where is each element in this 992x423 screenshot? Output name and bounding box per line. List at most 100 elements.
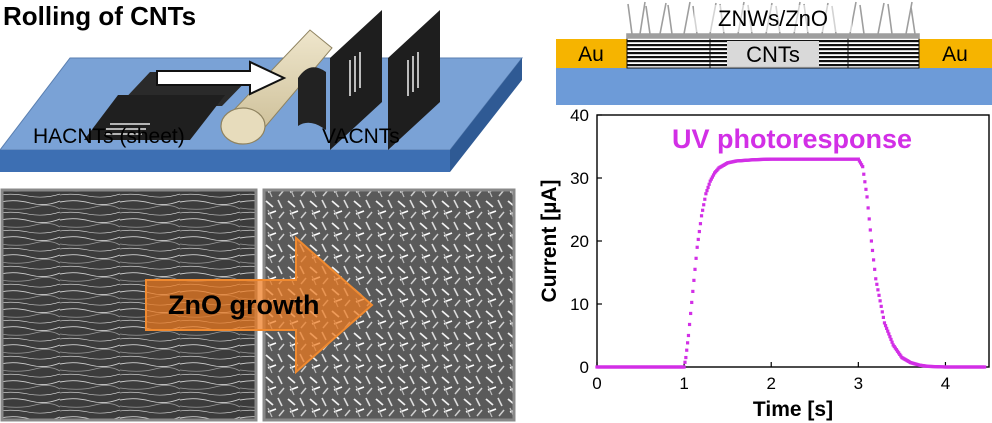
substrate-plate-side <box>0 150 450 172</box>
data-point <box>875 282 879 286</box>
au-electrode-right <box>919 39 992 68</box>
data-point <box>866 206 870 210</box>
data-point <box>886 329 890 333</box>
data-point <box>888 335 892 339</box>
data-point <box>707 182 711 186</box>
y-tick-label: 10 <box>570 295 589 314</box>
x-tick-label: 1 <box>679 374 688 393</box>
data-point <box>879 304 883 308</box>
data-point <box>683 360 687 364</box>
rolling-schematic: Rolling of CNTs HACNTs (sheet) VACNTs <box>0 1 524 172</box>
data-point <box>883 324 888 328</box>
data-point <box>686 333 691 338</box>
cnt-label-box <box>727 41 819 66</box>
vacnt-panel-2 <box>388 10 440 150</box>
data-point <box>863 180 867 184</box>
data-point <box>871 258 876 262</box>
y-tick-label: 0 <box>580 358 589 377</box>
sheet-curl <box>298 67 326 130</box>
data-point <box>861 165 865 169</box>
y-axis-label: Current [µA] <box>538 180 561 303</box>
data-point <box>710 175 715 179</box>
hacnt-sheet-label: HACNTs (sheet) <box>33 125 185 148</box>
data-point <box>695 245 699 249</box>
roller-cylinder <box>220 29 333 145</box>
data-point <box>691 289 695 293</box>
data-point <box>690 300 694 305</box>
data-point <box>860 163 864 167</box>
zno-growth-label: ZnO growth <box>168 290 319 320</box>
data-point <box>887 332 891 336</box>
y-tick-label: 20 <box>570 232 589 251</box>
vacnt-panel-1 <box>330 10 382 150</box>
x-tick-label: 0 <box>592 374 601 393</box>
data-point <box>865 195 869 199</box>
data-point <box>699 214 704 218</box>
device-cross-section: ZNWs/ZnO CNTs Au Au <box>556 1 992 105</box>
rolling-direction-arrow <box>156 60 287 96</box>
au-left-label: Au <box>578 43 604 66</box>
data-point <box>692 278 696 282</box>
y-tick-label: 40 <box>570 106 589 125</box>
zno-label-box <box>694 5 852 32</box>
y-tick-label: 30 <box>570 169 589 188</box>
data-point <box>709 177 713 181</box>
vacnt-label: VACNTs <box>322 125 400 148</box>
zno-layer-label: ZNWs/ZnO <box>718 6 828 31</box>
data-point <box>880 310 884 314</box>
data-point <box>878 299 882 303</box>
data-point <box>684 355 688 360</box>
data-series <box>595 157 987 369</box>
data-point <box>864 187 868 191</box>
x-tick-label: 3 <box>854 374 863 393</box>
schematic-title: Rolling of CNTs <box>3 1 196 31</box>
cnt-layer-label: CNTs <box>746 42 800 67</box>
data-point <box>862 172 866 176</box>
data-point <box>701 208 705 212</box>
data-point <box>877 293 881 297</box>
substrate-plate-edge <box>450 58 522 172</box>
data-point <box>983 365 987 369</box>
data-point <box>868 228 872 232</box>
data-point <box>856 157 860 161</box>
x-tick-label: 4 <box>941 374 950 393</box>
data-point <box>685 341 690 345</box>
photoresponse-chart: 0 10 20 30 40 0 1 2 3 4 UV photoresponse Time [s… <box>538 106 990 421</box>
data-point <box>881 315 885 319</box>
sem-panel: ZnO growth <box>0 188 516 422</box>
data-point <box>682 365 686 369</box>
data-point <box>874 277 878 281</box>
data-point <box>876 288 880 292</box>
data-point <box>882 321 887 325</box>
data-point <box>696 237 700 242</box>
data-point <box>858 161 863 165</box>
data-point <box>711 173 716 177</box>
au-right-label: Au <box>942 43 968 66</box>
data-point <box>857 159 862 163</box>
x-axis-label: Time [s] <box>753 398 833 421</box>
x-tick-label: 2 <box>766 374 775 393</box>
data-point <box>870 248 875 253</box>
data-point <box>706 185 710 190</box>
data-point <box>890 340 894 344</box>
chart-title: UV photoresponse <box>672 124 912 154</box>
device-substrate <box>556 68 992 105</box>
data-point <box>705 189 709 193</box>
data-point <box>704 192 708 196</box>
data-point <box>708 179 712 183</box>
au-electrode-left <box>556 39 627 68</box>
data-point <box>867 217 871 221</box>
data-point <box>869 239 873 243</box>
zno-growth-arrow <box>145 235 374 375</box>
data-point <box>687 322 692 327</box>
data-point <box>889 337 893 342</box>
data-point <box>698 222 703 226</box>
data-point <box>697 229 701 234</box>
data-point <box>703 197 707 201</box>
y-axis: 0 10 20 30 40 <box>570 106 602 377</box>
data-point <box>689 311 693 316</box>
data-point <box>885 326 889 331</box>
data-point <box>873 267 877 271</box>
data-point <box>693 267 697 271</box>
